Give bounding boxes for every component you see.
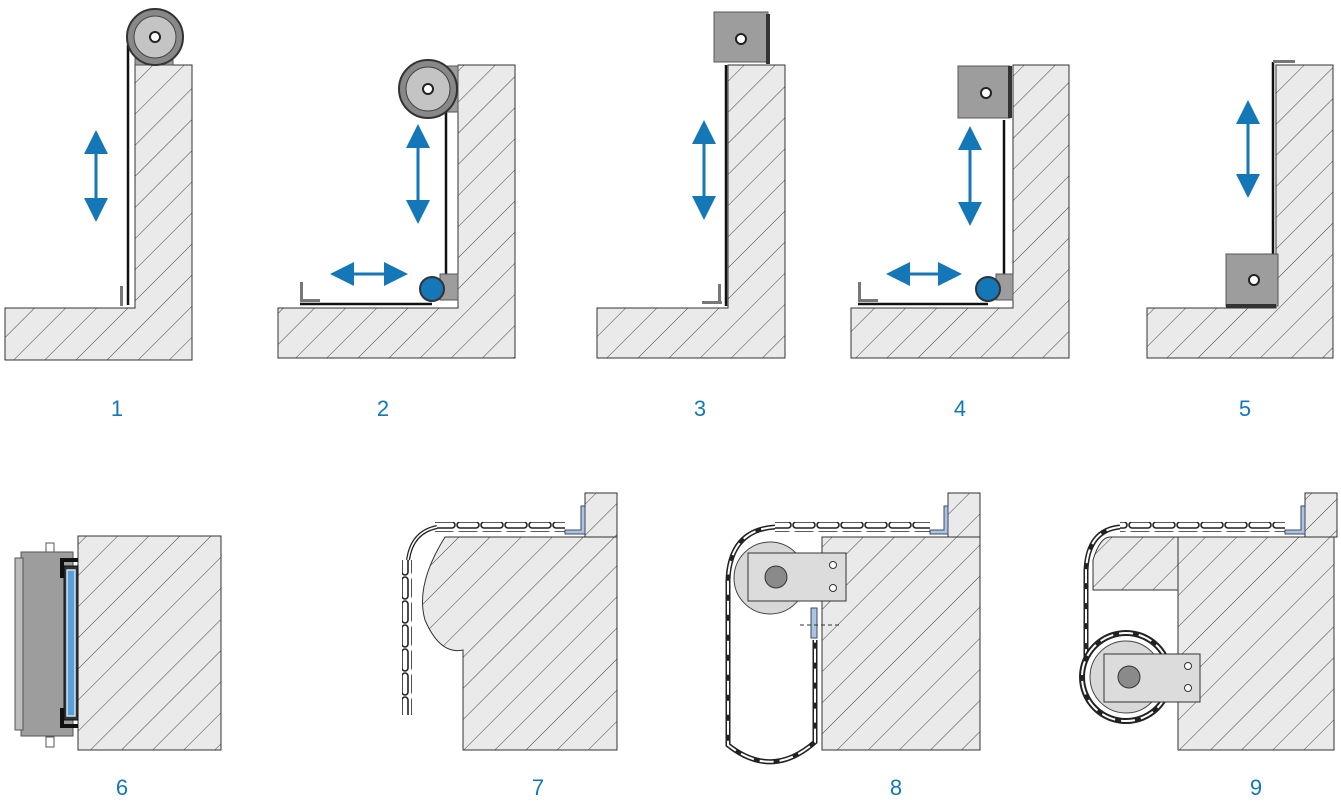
figure-7-label: 7 [531, 775, 545, 800]
angle-bracket [564, 505, 586, 535]
end-clip-foot [858, 299, 878, 302]
bracket-bottom [60, 708, 78, 728]
housing-base [1226, 304, 1276, 308]
bolt-top [829, 561, 837, 569]
wall-floor-section [850, 64, 1070, 359]
chain-horizontal [775, 522, 930, 532]
bolt-top [1184, 662, 1192, 670]
wall-section [77, 535, 222, 751]
reel-hub [764, 565, 788, 589]
figure-3-label: 3 [693, 396, 707, 421]
figure-4 [850, 64, 1070, 359]
ceiling-section [1304, 492, 1338, 538]
lens [66, 569, 76, 717]
ceiling-section [947, 492, 981, 538]
wall-floor-section [1146, 64, 1334, 359]
housing-plate [1008, 66, 1012, 118]
reel-arm [747, 552, 847, 602]
figure-5-label: 5 [1238, 396, 1252, 421]
drop-bracket [810, 607, 818, 639]
chain-curve-inner [407, 526, 438, 561]
wall-section [821, 536, 981, 751]
housing-axle [980, 87, 992, 99]
figure-4-label: 4 [953, 396, 967, 421]
wall-floor-section [4, 64, 193, 361]
figure-2-label: 2 [376, 396, 390, 421]
figure-8-label: 8 [889, 775, 903, 800]
figure-6-label: 6 [115, 775, 129, 800]
figure-8 [725, 492, 981, 765]
housing-axle [1248, 274, 1260, 286]
reel-axle [149, 31, 161, 43]
wall-section [422, 536, 618, 751]
figure-6 [14, 535, 222, 751]
figure-2 [277, 59, 516, 359]
figure-9 [1079, 492, 1338, 751]
figure-5 [1146, 60, 1334, 359]
chain-drop-inner [1085, 526, 1121, 660]
reel-hub [1117, 665, 1141, 689]
figure-3 [596, 11, 786, 359]
chain-horizontal [435, 522, 565, 532]
bracket-top [60, 558, 78, 578]
housing-axle [735, 33, 747, 45]
pulley [419, 276, 445, 302]
reel-axle [422, 83, 434, 95]
end-clip [120, 286, 123, 306]
figure-9-label: 9 [1249, 775, 1263, 800]
figure-7 [402, 492, 618, 751]
bottom-stud [45, 736, 55, 748]
bolt-bottom [1184, 684, 1192, 692]
angle-bracket [1284, 505, 1306, 535]
ceiling-section [584, 492, 618, 538]
wall-floor-section [277, 64, 516, 359]
chain-horizontal [1120, 522, 1285, 532]
wall-section [1177, 536, 1335, 751]
lintel-section [1092, 536, 1179, 591]
figure-1-label: 1 [110, 396, 124, 421]
housing-plate [766, 14, 770, 64]
end-clip-foot [300, 299, 320, 302]
chain-loop-inner [727, 526, 816, 763]
end-clip [718, 284, 721, 304]
pulley [975, 276, 1001, 302]
figure-1 [4, 8, 193, 361]
wall-floor-section [596, 64, 786, 359]
end-clip [858, 282, 861, 302]
end-clip [300, 282, 303, 302]
bolt-bottom [829, 584, 837, 592]
end-clip-foot [702, 301, 722, 304]
angle-bracket [929, 505, 949, 535]
top-clip [1273, 60, 1295, 63]
housing-front [14, 557, 24, 731]
chain-vertical [402, 560, 412, 715]
